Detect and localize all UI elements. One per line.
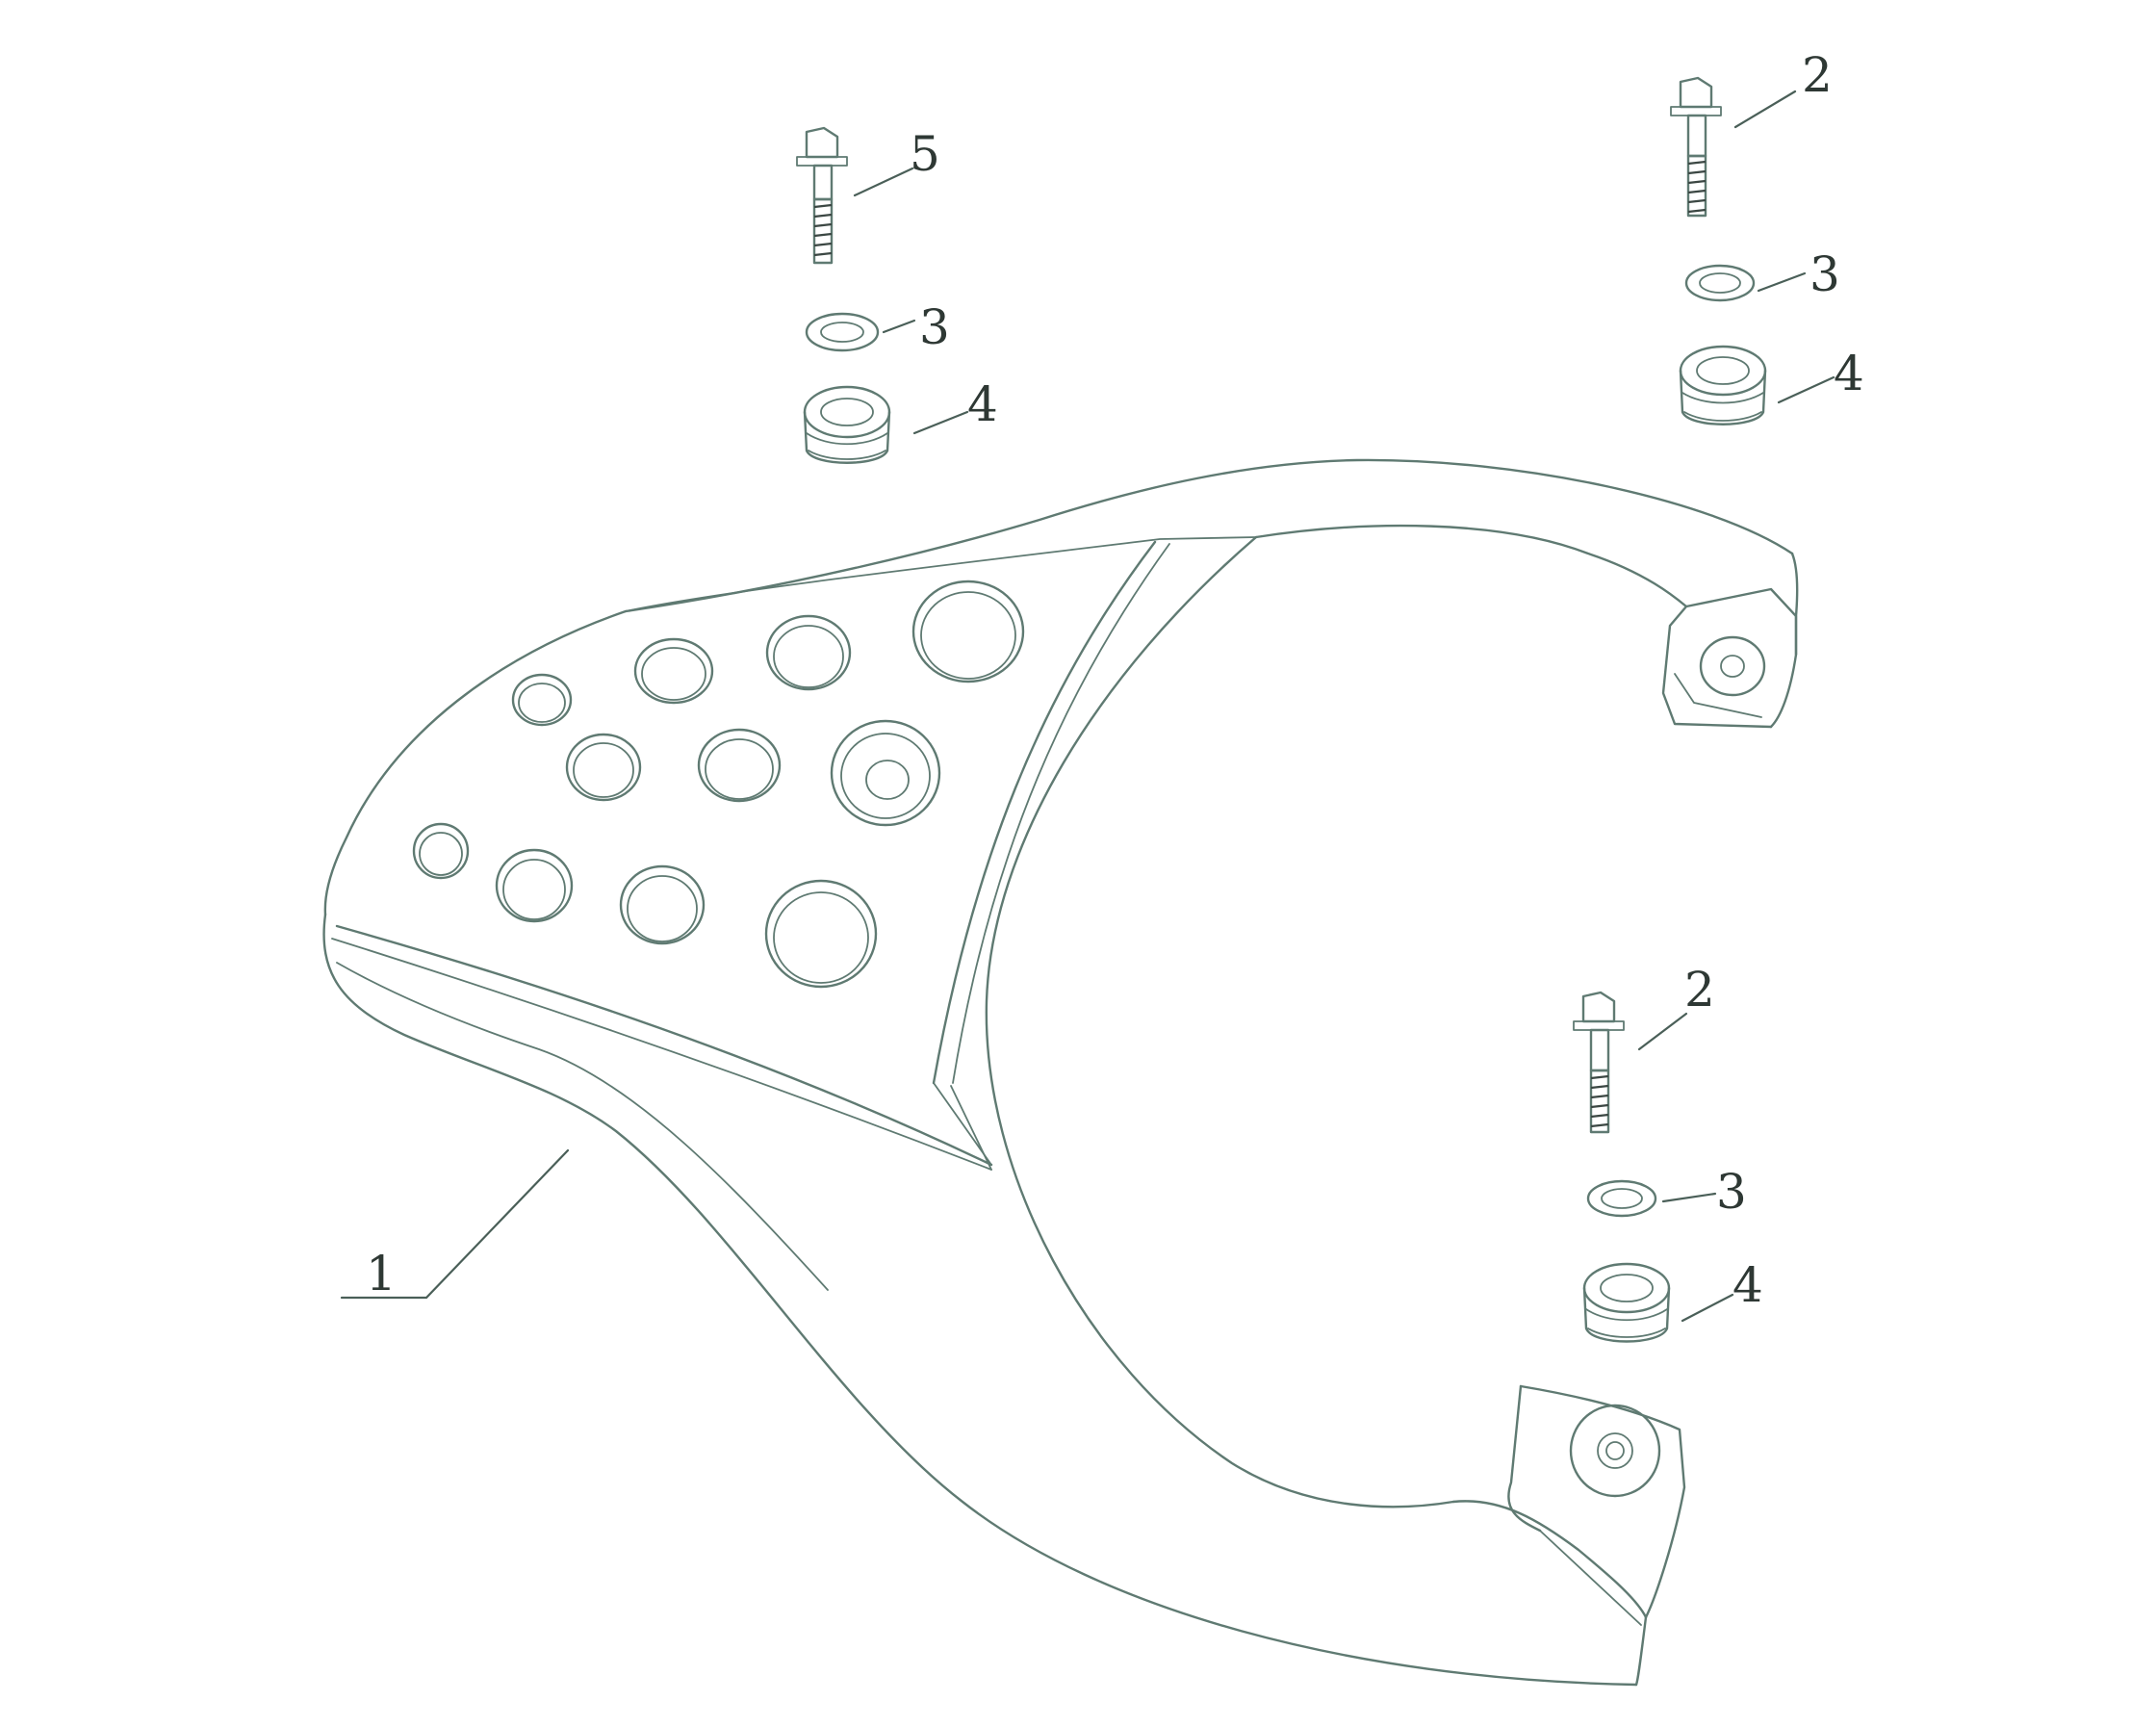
callout-5: 5 (910, 126, 940, 182)
grommet-4-upper-right (1679, 345, 1767, 425)
leader-4-upper (1777, 375, 1835, 404)
leader-3-left (882, 319, 916, 334)
callout-3-left: 3 (919, 299, 950, 355)
bolt-5 (796, 126, 848, 265)
callout-4-left: 4 (967, 376, 998, 432)
callout-numbers: 1 5 3 4 2 3 4 2 3 4 (366, 47, 1864, 1313)
leader-4-left (912, 410, 969, 435)
bolt-5-thread (812, 197, 834, 265)
callout-1: 1 (366, 1246, 397, 1302)
callout-3-lower: 3 (1716, 1164, 1747, 1220)
leader-5 (853, 167, 914, 197)
bolt-2-lower-thread (1589, 1069, 1610, 1134)
callout-2-lower: 2 (1684, 962, 1715, 1018)
callout-3-upper: 3 (1810, 246, 1840, 302)
washer-3-left (805, 312, 880, 352)
grommet-4-left (803, 385, 891, 464)
washer-3-upper-right (1684, 264, 1756, 302)
leader-2-lower (1637, 1012, 1688, 1051)
leader-2-upper (1733, 90, 1797, 129)
leader-3-lower (1661, 1192, 1717, 1203)
leader-lines (340, 90, 1835, 1323)
leader-4-lower (1681, 1293, 1734, 1323)
callout-4-upper: 4 (1834, 346, 1864, 401)
leader-3-upper (1757, 271, 1807, 293)
grommet-4-lower-right (1582, 1262, 1671, 1343)
leader-1 (340, 1148, 570, 1300)
callout-4-lower: 4 (1732, 1257, 1763, 1313)
bolt-2-upper (1670, 76, 1722, 218)
bolt-2-upper-thread (1686, 154, 1707, 218)
washer-3-lower-right (1586, 1179, 1657, 1218)
carrier-rack (322, 458, 1799, 1687)
callout-2-upper: 2 (1802, 47, 1833, 103)
bolt-2-lower (1573, 991, 1625, 1134)
